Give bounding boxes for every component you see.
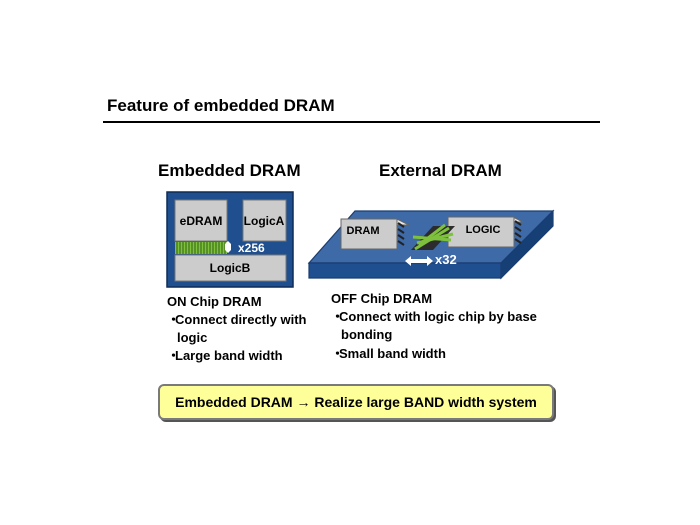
embedded-dram-diagram: eDRAM LogicA x256 LogicB xyxy=(166,191,294,288)
logic-label: LOGIC xyxy=(466,224,501,236)
on-chip-title: ON Chip DRAM xyxy=(167,294,262,309)
internal-bus xyxy=(175,242,227,254)
board-side xyxy=(500,209,554,280)
off-chip-title: OFF Chip DRAM xyxy=(331,291,433,306)
page-title: Feature of embedded DRAM xyxy=(107,96,335,115)
list-item: ・ Connect directly with xyxy=(167,311,337,329)
bullet-mark: ・ xyxy=(167,348,181,363)
embedded-dram-heading: Embedded DRAM xyxy=(158,161,301,180)
bullet-mark: ・ xyxy=(167,312,181,327)
on-chip-description: ON Chip DRAM ・ Connect directly with log… xyxy=(167,293,337,365)
edram-label: eDRAM xyxy=(180,214,223,228)
board-front xyxy=(308,262,502,279)
board-traces xyxy=(411,223,455,251)
logicb-block xyxy=(174,254,287,282)
external-dram-heading: External DRAM xyxy=(379,161,502,180)
logicb-label: LogicB xyxy=(210,261,251,275)
off-chip-description: OFF Chip DRAM ・ Connect with logic chip … xyxy=(331,290,571,363)
up-down-arrow-icon xyxy=(225,241,231,253)
bullet-text-continued: bonding xyxy=(341,327,393,342)
bullet-mark: ・ xyxy=(331,309,345,324)
external-dram-diagram: DRAM LOGIC x32 xyxy=(307,209,555,280)
list-item: ・ Small band width xyxy=(331,345,571,363)
bullet-text: Large band width xyxy=(175,348,283,363)
logic-chip xyxy=(447,216,524,248)
bullet-text-continued: logic xyxy=(177,330,208,345)
external-bus-width-label: x32 xyxy=(435,252,457,267)
left-right-arrow-icon xyxy=(405,256,433,266)
logica-block xyxy=(242,199,287,242)
dram-chip xyxy=(340,218,410,250)
list-item: ・ Large band width xyxy=(167,347,337,365)
bullet-text: Small band width xyxy=(339,346,446,361)
bullet-mark: ・ xyxy=(331,346,345,361)
title-divider xyxy=(103,121,600,123)
edram-block xyxy=(174,199,228,242)
bullet-text: Connect with logic chip by base xyxy=(339,309,537,324)
summary-box: Embedded DRAM → Realize large BAND width… xyxy=(158,384,554,420)
logica-label: LogicA xyxy=(244,214,285,228)
list-item: ・ Connect with logic chip by base xyxy=(331,308,571,326)
bus-width-label: x256 xyxy=(238,241,265,255)
bullet-text: Connect directly with xyxy=(175,312,307,327)
dram-label: DRAM xyxy=(347,225,380,237)
